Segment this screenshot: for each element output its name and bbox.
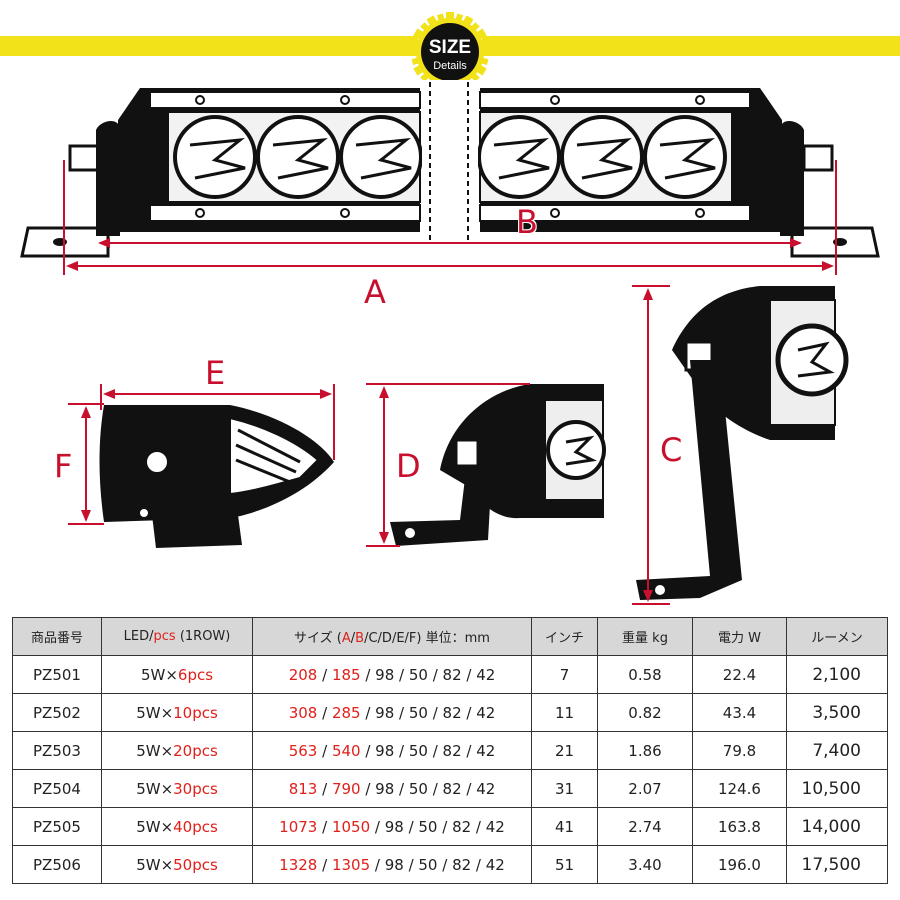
cell-led: 5W×40pcs	[101, 807, 253, 846]
header-size: サイズ (A/B/C/D/E/F) 単位：mm	[252, 617, 532, 656]
dimension-a-line	[63, 160, 837, 275]
cell-power: 163.8	[692, 807, 787, 846]
dimension-e-line	[100, 384, 335, 460]
cell-weight: 0.82	[597, 693, 693, 732]
cell-model: PZ503	[12, 731, 102, 770]
cell-led: 5W×6pcs	[101, 655, 253, 694]
cell-inch: 7	[531, 655, 598, 694]
cell-model: PZ505	[12, 807, 102, 846]
cell-lumen: 3,500	[786, 693, 888, 732]
specification-table: 商品番号 LED/pcs (1ROW) サイズ (A/B/C/D/E/F) 単位…	[12, 617, 888, 884]
table-row: PZ506 5W×50pcs 1328 / 1305 / 98 / 50 / 8…	[12, 845, 888, 884]
header-accent-bar-left	[0, 36, 418, 56]
cell-weight: 2.74	[597, 807, 693, 846]
cell-power: 196.0	[692, 845, 787, 884]
table-row: PZ504 5W×30pcs 813 / 790 / 98 / 50 / 82 …	[12, 769, 888, 808]
table-row: PZ502 5W×10pcs 308 / 285 / 98 / 50 / 82 …	[12, 693, 888, 732]
cell-size: 563 / 540 / 98 / 50 / 82 / 42	[252, 731, 532, 770]
cell-power: 124.6	[692, 769, 787, 808]
dimension-c-line	[632, 285, 670, 605]
cell-lumen: 14,000	[786, 807, 888, 846]
cell-model: PZ502	[12, 693, 102, 732]
dimension-f-line	[68, 403, 104, 525]
cell-model: PZ506	[12, 845, 102, 884]
cell-size: 813 / 790 / 98 / 50 / 82 / 42	[252, 769, 532, 808]
front-view-light-bar	[20, 80, 880, 258]
gear-badge-icon: SIZE Details	[410, 12, 490, 92]
dimension-e-label: E	[205, 354, 226, 392]
side-view-light-profile	[99, 405, 334, 548]
table-row: PZ501 5W×6pcs 208 / 185 / 98 / 50 / 82 /…	[12, 655, 888, 694]
cell-size: 1328 / 1305 / 98 / 50 / 82 / 42	[252, 845, 532, 884]
cell-lumen: 2,100	[786, 655, 888, 694]
cell-size: 208 / 185 / 98 / 50 / 82 / 42	[252, 655, 532, 694]
tall-bracket-view	[636, 286, 849, 600]
badge-title: SIZE	[429, 37, 471, 58]
cell-inch: 21	[531, 731, 598, 770]
table-header-row: 商品番号 LED/pcs (1ROW) サイズ (A/B/C/D/E/F) 単位…	[12, 617, 888, 656]
table-row: PZ505 5W×40pcs 1073 / 1050 / 98 / 50 / 8…	[12, 807, 888, 846]
header-accent-bar-right	[482, 36, 900, 56]
cell-inch: 41	[531, 807, 598, 846]
cell-lumen: 17,500	[786, 845, 888, 884]
header-weight: 重量 kg	[597, 617, 693, 656]
cell-led: 5W×10pcs	[101, 693, 253, 732]
cell-weight: 2.07	[597, 769, 693, 808]
short-bracket-view	[390, 384, 606, 546]
product-dimension-diagram	[20, 80, 880, 605]
dimension-a-label: A	[364, 273, 386, 311]
cell-inch: 31	[531, 769, 598, 808]
dimension-c-label: C	[660, 431, 683, 469]
cell-weight: 1.86	[597, 731, 693, 770]
size-details-badge: SIZE Details	[410, 12, 490, 92]
cell-model: PZ501	[12, 655, 102, 694]
dimension-d-label: D	[396, 447, 421, 485]
cell-inch: 51	[531, 845, 598, 884]
cell-model: PZ504	[12, 769, 102, 808]
cell-led: 5W×20pcs	[101, 731, 253, 770]
table-row: PZ503 5W×20pcs 563 / 540 / 98 / 50 / 82 …	[12, 731, 888, 770]
cell-size: 1073 / 1050 / 98 / 50 / 82 / 42	[252, 807, 532, 846]
dimension-d-line	[366, 383, 530, 547]
cell-power: 22.4	[692, 655, 787, 694]
header-power: 電力 W	[692, 617, 787, 656]
cell-led: 5W×30pcs	[101, 769, 253, 808]
header-led: LED/pcs (1ROW)	[101, 617, 253, 656]
header-inch: インチ	[531, 617, 598, 656]
cell-weight: 0.58	[597, 655, 693, 694]
dimension-b-line	[98, 238, 802, 248]
cell-lumen: 7,400	[786, 731, 888, 770]
header-model: 商品番号	[12, 617, 102, 656]
cell-size: 308 / 285 / 98 / 50 / 82 / 42	[252, 693, 532, 732]
dimension-f-label: F	[54, 447, 73, 485]
cell-lumen: 10,500	[786, 769, 888, 808]
cell-power: 43.4	[692, 693, 787, 732]
dimension-b-label: B	[516, 203, 538, 241]
cell-weight: 3.40	[597, 845, 693, 884]
header-lumen: ルーメン	[786, 617, 888, 656]
cell-inch: 11	[531, 693, 598, 732]
cell-led: 5W×50pcs	[101, 845, 253, 884]
cell-power: 79.8	[692, 731, 787, 770]
badge-subtitle: Details	[433, 60, 467, 72]
